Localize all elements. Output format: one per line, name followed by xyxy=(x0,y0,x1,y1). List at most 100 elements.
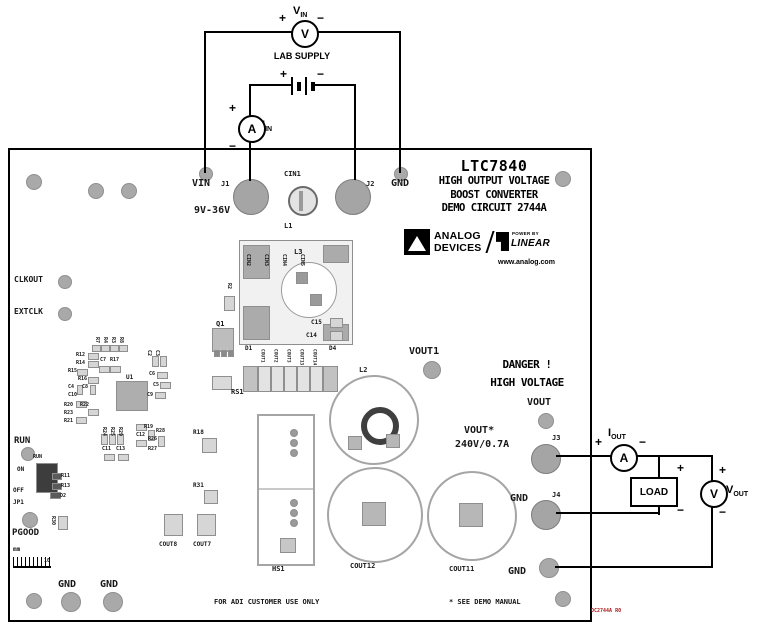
hs1-clip xyxy=(280,538,296,553)
u1-ic-body xyxy=(116,381,148,411)
silkscreen-label: R22 xyxy=(80,402,90,408)
silkscreen-label: R12 xyxy=(76,352,86,358)
component-body xyxy=(160,382,171,389)
component-body xyxy=(148,430,155,441)
iout-label-main: I xyxy=(608,427,612,439)
silkscreen-label: mm xyxy=(13,546,21,553)
silkscreen-label: GND xyxy=(58,579,77,590)
silkscreen-label: R27 xyxy=(148,446,158,452)
component-body xyxy=(92,345,101,352)
d1-body xyxy=(243,366,258,392)
hs1-hole xyxy=(290,509,298,517)
silkscreen-label: VOUT xyxy=(527,397,552,408)
component-body xyxy=(101,345,110,352)
silkscreen-label: R3 xyxy=(110,337,116,344)
hs1-hole xyxy=(290,519,298,527)
cout-cap xyxy=(271,366,284,392)
silkscreen-label: EXTCLK xyxy=(14,307,43,316)
test-pad xyxy=(88,183,104,199)
component-body xyxy=(77,369,88,376)
component-body xyxy=(136,424,147,431)
vout-label-main: V xyxy=(726,484,734,496)
l1-pad xyxy=(243,245,270,279)
vout-label-sub: OUT xyxy=(733,491,749,499)
silkscreen-label: CLKOUT xyxy=(14,275,43,284)
silkscreen-label: COUT12 xyxy=(350,562,376,570)
load-plus: + xyxy=(677,461,685,475)
silkscreen-label: C6 xyxy=(149,371,156,377)
component-body xyxy=(157,372,168,379)
silkscreen-label: RS1 xyxy=(231,388,244,396)
iout-label-sub: OUT xyxy=(611,434,626,442)
r2-body xyxy=(224,296,235,311)
j4-gnd-terminal xyxy=(531,500,561,530)
vin-meter-plus: + xyxy=(279,11,287,25)
q1-pin xyxy=(221,350,227,357)
silkscreen-label: R23 xyxy=(64,410,74,416)
wire-segment xyxy=(249,84,251,116)
silkscreen-label: C10 xyxy=(68,392,78,398)
hs1-hole xyxy=(290,439,298,447)
silkscreen-label: RUN xyxy=(33,454,43,460)
l1-pad xyxy=(243,306,270,340)
wire-segment xyxy=(658,501,660,515)
silkscreen-label: R26 xyxy=(148,436,158,442)
j1-vin-terminal xyxy=(233,179,269,215)
silkscreen-label: COUT7 xyxy=(193,541,212,548)
hs1-fin-line xyxy=(259,488,313,490)
silkscreen-label: GND xyxy=(508,566,527,577)
wire-segment xyxy=(249,139,251,181)
q1-pin xyxy=(214,350,220,357)
silkscreen-label: JP1 xyxy=(13,499,24,506)
load-box: LOAD xyxy=(630,477,678,507)
silkscreen-label: R18 xyxy=(193,429,204,436)
iout-meter-minus: − xyxy=(639,435,647,449)
silkscreen-label: CIN1 xyxy=(284,170,301,178)
adi-wordmark: ANALOG DEVICES xyxy=(434,230,482,254)
silkscreen-label: R17 xyxy=(110,357,120,363)
silkscreen-label: U1 xyxy=(126,374,134,381)
component-body xyxy=(152,356,159,367)
component-body xyxy=(110,366,121,373)
silkscreen-label: C13 xyxy=(116,446,126,452)
silkscreen-label: R21 xyxy=(64,418,74,424)
gnd-terminal-pad xyxy=(539,558,559,578)
battery-plate-icon xyxy=(305,77,307,95)
silkscreen-label: COUT1 xyxy=(259,349,265,363)
battery-plate-icon xyxy=(291,77,293,95)
iout-meter-plus: + xyxy=(595,435,603,449)
wire-segment xyxy=(204,31,206,173)
rs1-body xyxy=(212,376,232,390)
silkscreen-label: C4 xyxy=(68,384,75,390)
l2-inductor xyxy=(329,375,419,465)
silkscreen-label: R24 xyxy=(101,427,107,437)
gnd-pad xyxy=(103,592,123,612)
lab-supply-minus: − xyxy=(317,67,325,81)
hs1-hole xyxy=(290,429,298,437)
vout-pad xyxy=(538,413,554,429)
adi-wordmark-line2: DEVICES xyxy=(434,241,482,254)
silkscreen-label: C9 xyxy=(147,392,154,398)
silkscreen-label: D4 xyxy=(329,345,337,352)
silkscreen-label: 9V-36V xyxy=(194,205,231,216)
wire-segment xyxy=(658,455,660,478)
mounting-hole xyxy=(26,593,42,609)
wire-segment xyxy=(556,512,660,514)
silkscreen-label: VOUT1 xyxy=(409,346,440,357)
silkscreen-label: R19 xyxy=(144,424,154,430)
r30-body xyxy=(58,516,68,530)
website-text: www.analog.com xyxy=(498,259,555,266)
warning-line2: HIGH VOLTAGE xyxy=(490,376,564,389)
q1-pin xyxy=(228,350,234,357)
silkscreen-label: R13 xyxy=(61,483,71,489)
load-minus: − xyxy=(677,503,685,517)
silkscreen-label: 240V/0.7A xyxy=(455,439,510,450)
silkscreen-label: C11 xyxy=(102,446,112,452)
silkscreen-label: * SEE DEMO MANUAL xyxy=(449,598,521,606)
wire-segment xyxy=(711,503,713,568)
wire-segment xyxy=(711,455,713,481)
silkscreen-label: OFF xyxy=(13,487,24,494)
c14-body xyxy=(330,331,343,341)
